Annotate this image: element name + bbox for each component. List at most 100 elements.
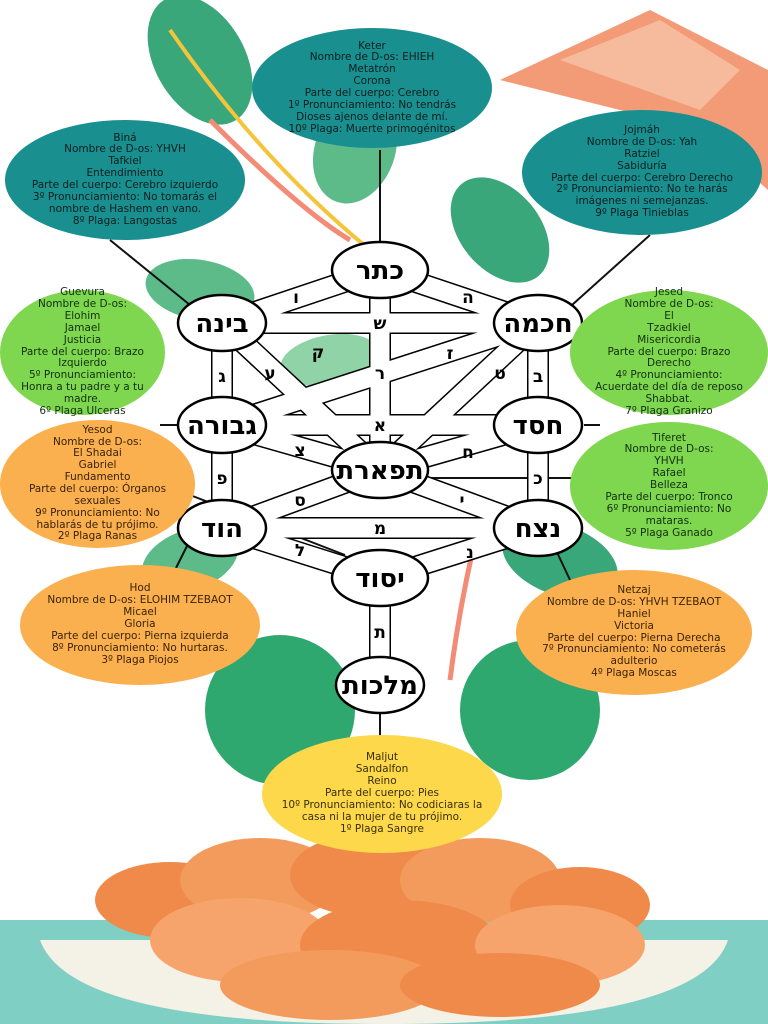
sefira-maljut: מלכות [334,655,426,715]
sefira-yesod: יסוד [330,548,430,608]
path-letter: ה [462,288,474,308]
bread-decoration [95,833,650,1020]
description-line: Parte del cuerpo: Pierna izquierda [51,629,229,642]
description-line: Fundamento [64,471,131,484]
description-line: 9º Plaga Tinieblas [595,207,689,220]
description-line: Yesod [82,423,113,436]
description-line: 5º Pronunciamiento: [28,369,137,382]
leader-line [571,234,651,306]
description-line: Jojmáh [624,124,660,137]
path-letter: ק [312,343,325,363]
path-letter: ע [264,364,275,384]
sefira-label: יסוד [355,564,405,594]
sefira-circle [330,240,430,300]
stem-decoration [208,118,352,243]
path-letter: י [459,491,464,511]
path-letter: ס [294,491,306,511]
path-letter: ב [533,367,543,387]
path-letter: נ [466,543,474,563]
sefira-label: מלכות [342,671,418,701]
description-line: 8º Plaga: Langostas [72,214,178,227]
sefira-circle [492,498,584,558]
description-line: Nombre de D-os: EHIEH [309,51,435,64]
description-line: Dioses ajenos delante de mí. [296,110,448,123]
path-letter: ר [375,364,385,384]
description-line: 6º Plaga Ulceras [39,404,126,417]
path-letter: כ [533,469,543,489]
description-line: 5º Plaga Ganado [625,526,713,539]
sefira-circle [334,655,426,715]
description-line: Rafael [652,467,686,480]
description-line: Justicia [63,333,102,346]
description-line: Gabriel [78,459,117,472]
path-letter: ח [462,443,474,463]
description-line: Parte del cuerpo: Pierna Derecha [547,631,721,644]
sefira-circle [330,548,430,608]
description-line: 4º Plaga Moscas [591,667,677,680]
description-line: Hod [129,582,151,595]
description-line: Parte del cuerpo: Órganos [28,483,167,495]
path-letter: פ [216,469,227,489]
description-line: Tiferet [652,431,686,444]
description-line: Parte del cuerpo: Brazo [21,345,144,358]
leader-line [109,239,191,306]
description-line: 7º Pronunciamiento: No cometerás [542,643,726,656]
description-line: Nombre de D-os: YHVH [64,143,186,156]
description-line: 3º Plaga Piojos [101,653,179,666]
sefira-tiferet: תפארת [330,440,430,500]
description-line: Belleza [650,479,688,492]
description-line: 4º Pronunciamiento: [615,369,723,382]
description-line: Metatrón [348,63,396,76]
description-line: 7º Plaga Granizo [625,404,713,417]
description-line: adulterio [610,655,658,668]
description-line: Sabiduría [617,159,667,172]
sefira-circle [176,395,268,455]
sefira-label: גבורה [187,411,257,441]
description-line: Nombre de D-os: [52,435,143,448]
sefira-label: חסד [513,411,564,441]
sefira-label: תפארת [336,456,423,486]
description-line: Jesed [654,286,684,299]
description-line: imágenes ni semejanzas. [575,195,709,208]
sefira-keter: כתר [330,240,430,300]
sefira-label: כתר [356,256,404,286]
description-line: Shabbat. [645,393,693,406]
description-line: Netzaj [617,584,651,597]
description-line: Maljut [365,751,399,764]
path-letter: ג [218,367,226,387]
description-line: El [664,310,674,322]
description-line: Keter [358,39,386,52]
path-letter: ל [295,541,305,561]
description-line: Sandalfon [355,763,409,776]
description-line: Parte del cuerpo: Pies [324,787,440,800]
path-letter: מ [374,519,386,539]
description-line: Nombre de D-os: [624,443,714,456]
sefira-netzaj: נצח [492,498,584,558]
description-line: nombre de Hashem en vano. [48,202,202,215]
sefira-hod: הוד [176,498,268,558]
sefira-circle [176,293,268,353]
description-line: Tafkiel [108,155,142,168]
description-line: Parte del cuerpo: Cerebro izquierdo [31,179,219,191]
description-line: YHVH [654,455,684,468]
description-line: Corona [353,75,391,88]
leaf-decoration [147,0,253,125]
description-line: 9º Pronunciamiento: No [35,506,160,519]
sefira-label: חכמה [503,309,572,339]
description-line: sexuales [74,494,121,507]
description-line: Derecho [647,357,691,370]
description-line: Gloria [124,618,156,631]
path-letter: א [374,416,386,436]
description-line: Tzadkiel [647,321,691,334]
sefira-jojmah: חכמה [492,293,584,353]
description-line: Izquierdo [58,357,107,370]
description-line: Elohim [64,310,101,322]
